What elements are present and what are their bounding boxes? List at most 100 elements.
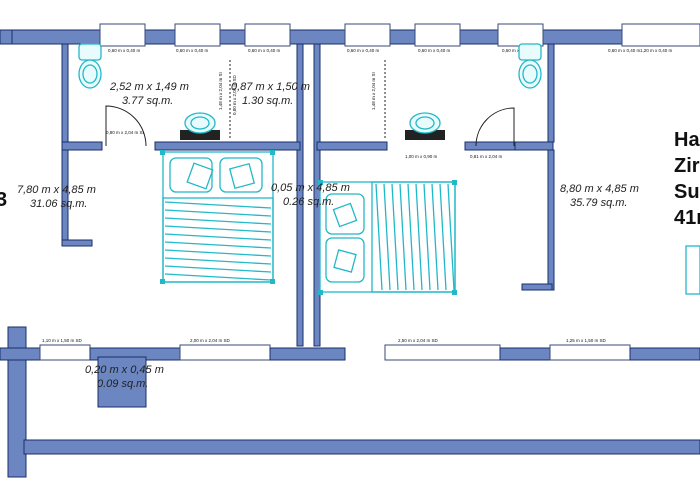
window-label: 1,20 m x 0,40 m <box>640 48 673 53</box>
closet-wall <box>61 239 93 247</box>
door-swing <box>105 105 147 147</box>
bed-hatch-line <box>164 209 272 217</box>
closet-wall <box>521 283 553 291</box>
window <box>414 23 461 47</box>
room-area: 3.77 sq.m. <box>122 95 173 107</box>
vertical-label: 0,80 m x 2,04 m SD <box>232 74 237 115</box>
door-label: 1,25 m x 1,50 m SD <box>566 338 607 343</box>
toilet-icon <box>78 43 102 89</box>
bed-hatch-line <box>164 201 272 209</box>
door-opening <box>549 344 631 361</box>
bed-hatch-line <box>447 183 455 291</box>
bed-hatch-line <box>164 265 272 273</box>
vertical-label: 1,48 m x 2,04 m SI <box>371 72 376 110</box>
door-label: 0,80 m x 2,04 m SI <box>106 130 144 135</box>
corner-marker <box>318 290 323 295</box>
room-dim: 2,52 m x 1,49 m <box>109 81 189 93</box>
corner-marker <box>452 290 457 295</box>
interior-wall <box>0 347 41 361</box>
sink-icon <box>405 112 445 140</box>
bed-hatch-line <box>164 241 272 249</box>
room-area: 0.09 sq.m. <box>97 378 148 390</box>
door-label: 2,50 m x 2,04 m SD <box>398 338 439 343</box>
window-label: 0,60 m x 0,40 m <box>108 48 141 53</box>
bathroom-wall <box>547 43 555 143</box>
bathroom-bottom-wall <box>316 141 388 151</box>
room-area: 31.06 sq.m. <box>30 198 87 210</box>
door-swing <box>475 107 515 147</box>
bed-hatch-line <box>164 249 272 257</box>
info-line: 41r <box>674 207 700 229</box>
bed-hatch-line <box>164 217 272 225</box>
interior-wall <box>269 347 346 361</box>
room-dim: 0,05 m x 4,85 m <box>271 182 350 194</box>
corner-marker <box>270 279 275 284</box>
bathroom-bottom-wall <box>61 141 103 151</box>
room-area: 0.26 sq.m. <box>283 196 334 208</box>
bed-hatch-line <box>431 183 439 291</box>
window-label: 0,60 m x 0,40 m <box>502 48 535 53</box>
info-line: Ha <box>674 129 700 151</box>
info-line: Su <box>674 181 700 203</box>
room-dim: 0,87 m x 1,50 m <box>231 81 310 93</box>
right-edge-fixture <box>685 245 700 295</box>
small-niche <box>97 356 147 408</box>
bed-hatch-line <box>407 183 415 291</box>
bed-hatch-line <box>164 257 272 265</box>
window-label: 0,60 m x 0,40 m <box>418 48 451 53</box>
room-dim: 0,20 m x 0,45 m <box>85 364 164 376</box>
room-area: 35.79 sq.m. <box>570 197 627 209</box>
window <box>174 23 221 47</box>
sink-icon <box>180 112 220 140</box>
corner-marker <box>270 150 275 155</box>
window-label: 0,60 m x 0,40 m <box>608 48 641 53</box>
window <box>244 23 291 47</box>
window <box>621 23 700 47</box>
bed-hatch-line <box>164 225 272 233</box>
window-label: 0,60 m x 0,40 m <box>347 48 380 53</box>
door-opening <box>384 344 501 361</box>
corner-marker <box>452 180 457 185</box>
bed-hatch-line <box>375 183 383 291</box>
window <box>344 23 391 47</box>
room-dim: 7,80 m x 4,85 m <box>17 184 96 196</box>
door-label: 0,81 m x 2,04 m <box>470 154 503 159</box>
interior-wall <box>499 347 551 361</box>
divider-wall <box>313 43 321 347</box>
door-opening <box>179 344 271 361</box>
bed-icon <box>162 151 274 283</box>
bed-icon <box>319 181 456 293</box>
bed-hatch-line <box>399 183 407 291</box>
corner-marker <box>160 150 165 155</box>
bed-hatch-line <box>383 183 391 291</box>
info-line: Zir <box>674 155 700 177</box>
bathroom-bottom-wall <box>464 141 516 151</box>
bathroom-bottom-wall <box>154 141 301 151</box>
room-area: 1.30 sq.m. <box>242 95 293 107</box>
corner-marker <box>318 180 323 185</box>
interior-wall <box>629 347 700 361</box>
door-label: 2,00 m x 2,04 m SD <box>190 338 231 343</box>
bed-hatch-line <box>391 183 399 291</box>
left-wall-upper <box>0 29 13 45</box>
bed-hatch-line <box>164 273 272 281</box>
vertical-label: 1,48 m x 2,04 m SI <box>218 72 223 110</box>
corner-marker <box>160 279 165 284</box>
window <box>99 23 146 47</box>
bathroom-wall <box>61 43 69 143</box>
outer-left-wall <box>7 326 27 478</box>
toilet-icon <box>518 43 542 89</box>
door-opening <box>39 344 91 361</box>
window-label: 0,60 m x 0,40 m <box>248 48 281 53</box>
door-label: 1,00 m x 0,90 m <box>405 154 438 159</box>
left-edge-label: 3 <box>0 189 7 211</box>
bed-hatch-line <box>439 183 447 291</box>
door-label: 1,10 m x 1,50 m SD <box>42 338 83 343</box>
window <box>497 23 544 47</box>
bathroom-bottom-wall <box>514 141 554 151</box>
room-dim: 8,80 m x 4,85 m <box>560 183 639 195</box>
bed-hatch-line <box>164 233 272 241</box>
bottom-wall <box>23 439 700 455</box>
bed-hatch-line <box>423 183 431 291</box>
